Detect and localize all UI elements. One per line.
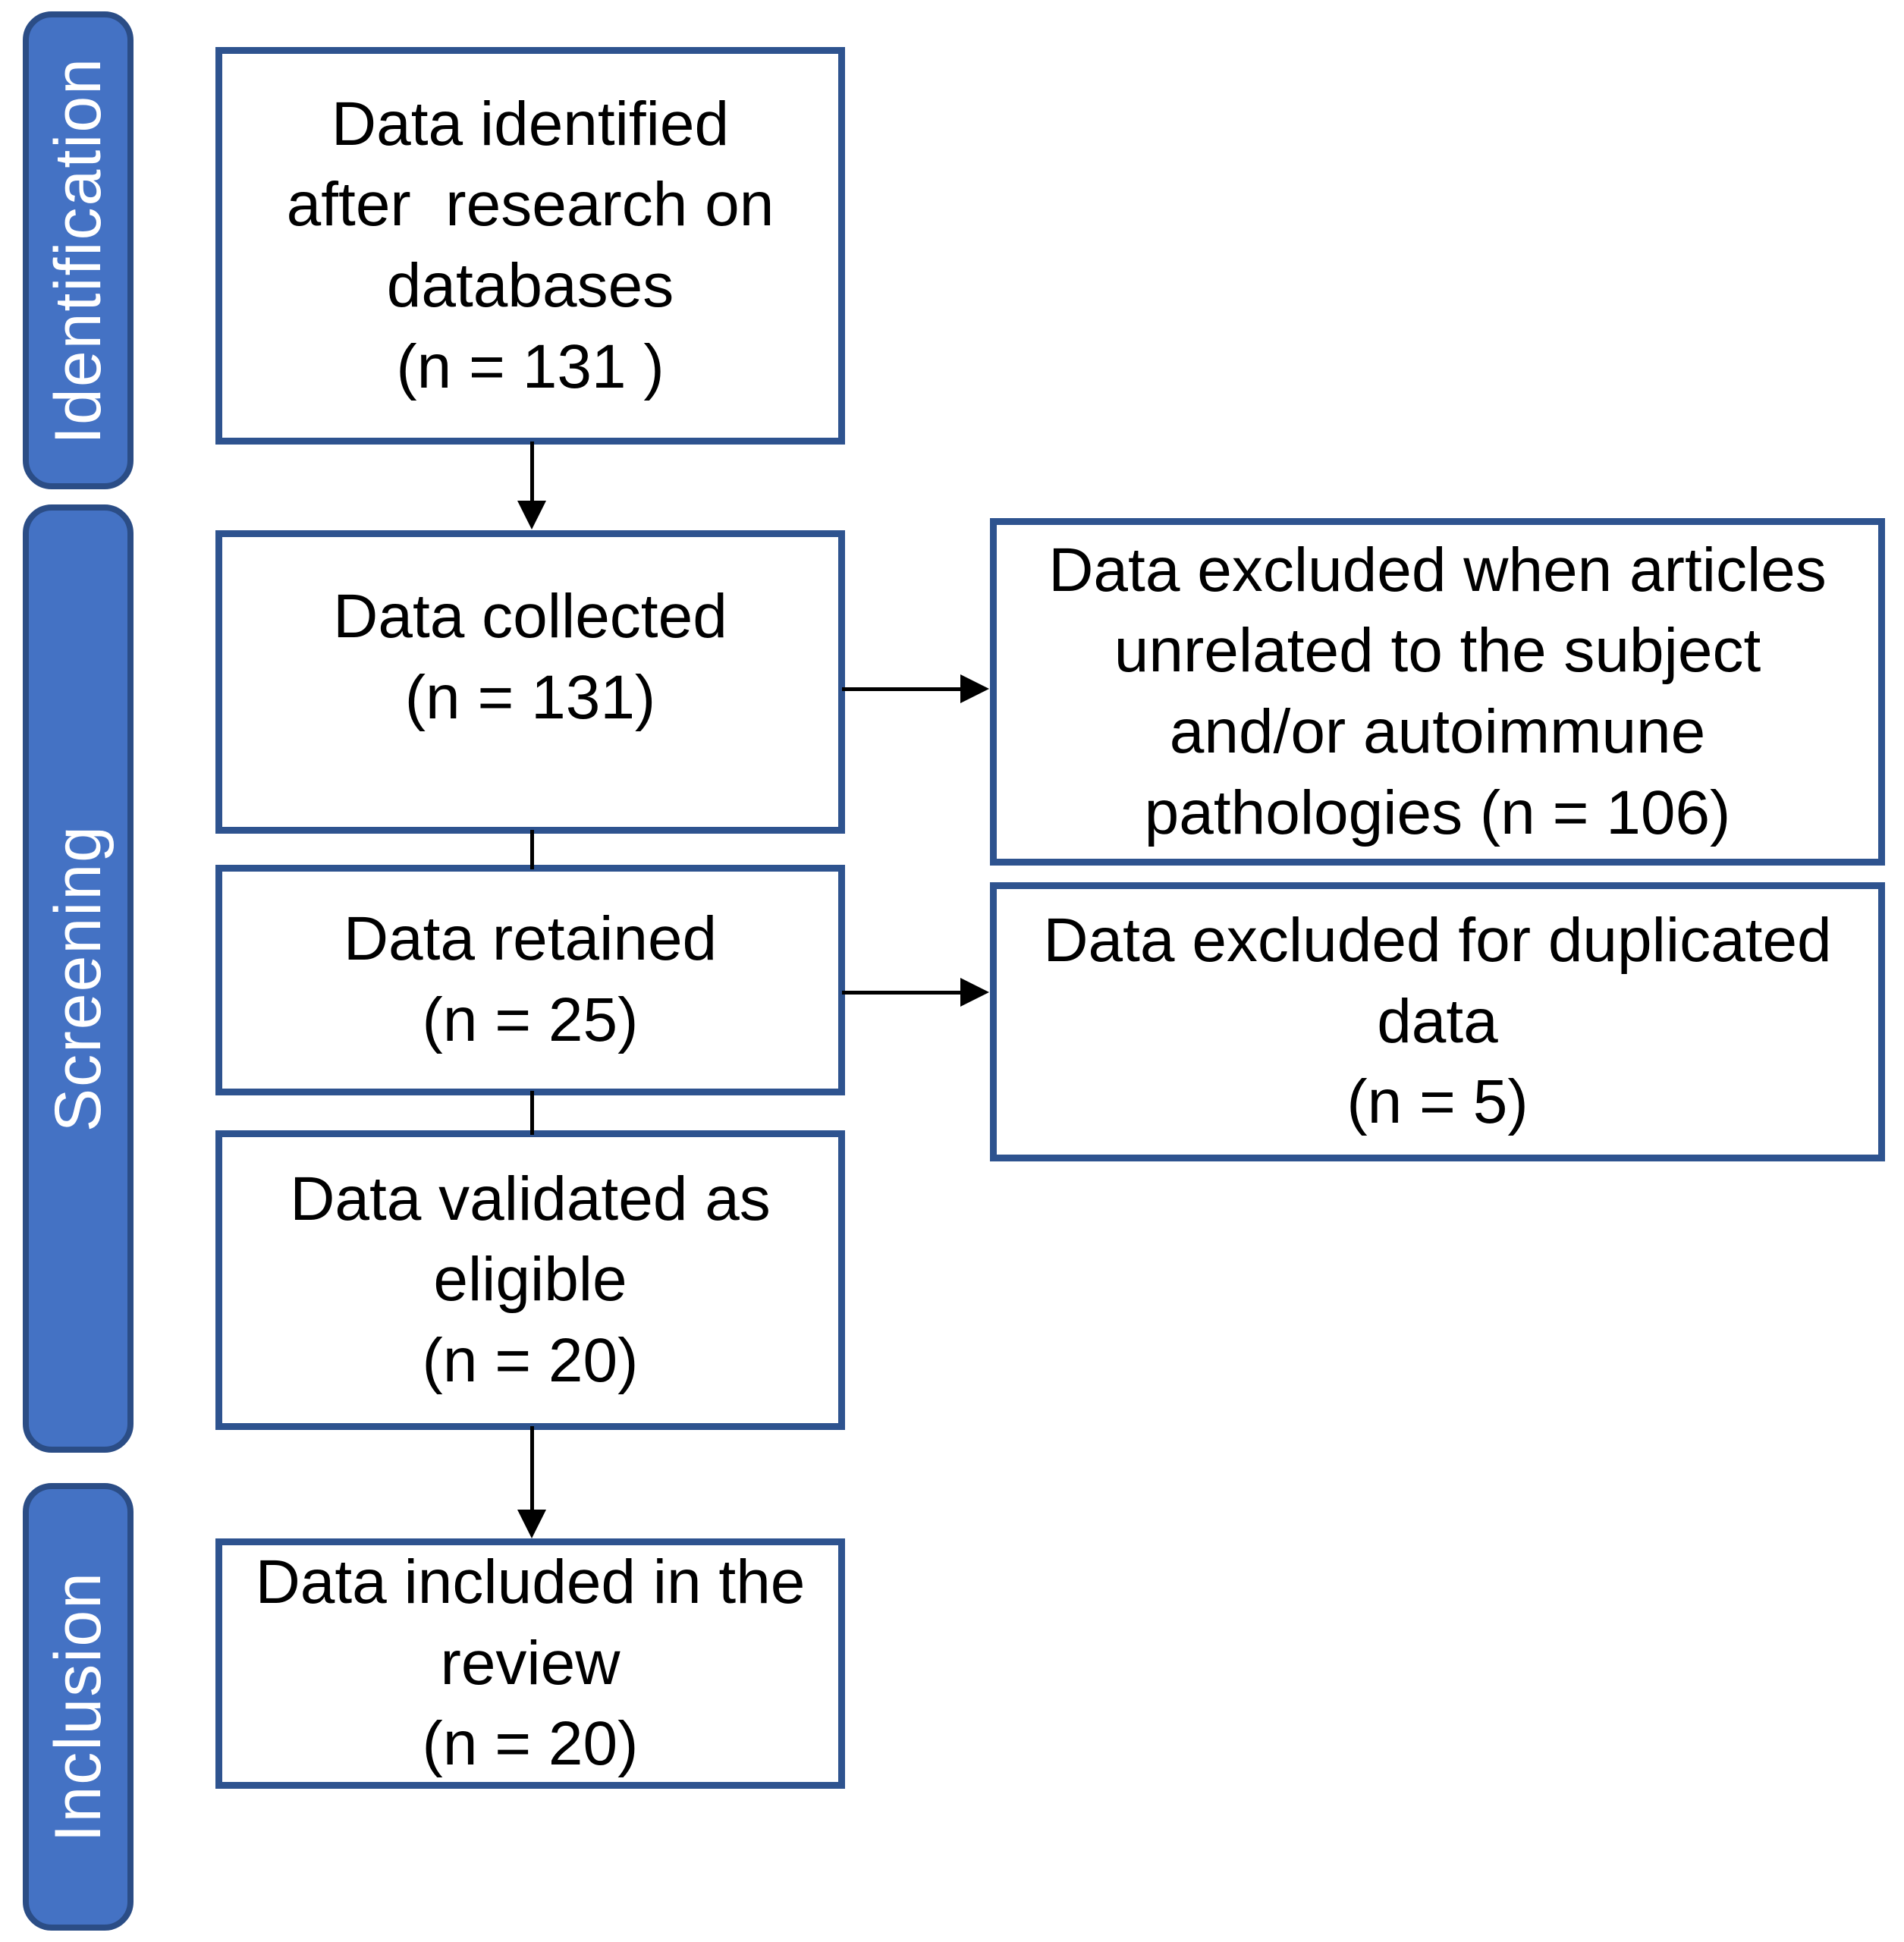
connector-retained-to-validated-line	[530, 1091, 534, 1135]
connector-identified-to-collected-line	[530, 442, 534, 502]
box-data-validated: Data validated as eligible (n = 20)	[215, 1130, 845, 1430]
box-data-retained: Data retained (n = 25)	[215, 865, 845, 1095]
box-data-excluded-unrelated-text: Data excluded when articles unrelated to…	[1048, 535, 1827, 847]
box-data-included-text: Data included in the review (n = 20)	[255, 1548, 806, 1779]
connector-collected-to-excluded-unrelated-line	[842, 687, 962, 691]
stage-tab-inclusion: Inclusion	[23, 1483, 134, 1931]
arrowhead-down-icon	[517, 1510, 546, 1538]
arrowhead-right-icon	[960, 978, 989, 1007]
box-data-retained-text: Data retained (n = 25)	[343, 904, 718, 1054]
stage-tab-identification: Identification	[23, 11, 134, 489]
stage-tab-inclusion-label: Inclusion	[42, 1571, 115, 1843]
box-data-included: Data included in the review (n = 20)	[215, 1538, 845, 1789]
box-data-excluded-unrelated: Data excluded when articles unrelated to…	[990, 518, 1885, 866]
box-data-excluded-duplicated: Data excluded for duplicated data (n = 5…	[990, 882, 1885, 1161]
connector-retained-to-excluded-duplicated-line	[842, 991, 962, 995]
box-data-excluded-duplicated-text: Data excluded for duplicated data (n = 5…	[1043, 906, 1832, 1137]
connector-collected-to-retained-line	[530, 830, 534, 869]
arrowhead-right-icon	[960, 674, 989, 703]
box-data-collected: Data collected (n = 131)	[215, 530, 845, 834]
box-data-identified-text: Data identified after research on databa…	[286, 89, 774, 401]
stage-tab-screening: Screening	[23, 504, 134, 1453]
box-data-identified: Data identified after research on databa…	[215, 47, 845, 445]
arrowhead-down-icon	[517, 501, 546, 529]
box-data-validated-text: Data validated as eligible (n = 20)	[290, 1164, 771, 1395]
stage-tab-identification-label: Identification	[42, 56, 115, 445]
connector-validated-to-included-line	[530, 1426, 534, 1511]
box-data-collected-text: Data collected (n = 131)	[333, 582, 727, 732]
stage-tab-screening-label: Screening	[42, 825, 115, 1133]
